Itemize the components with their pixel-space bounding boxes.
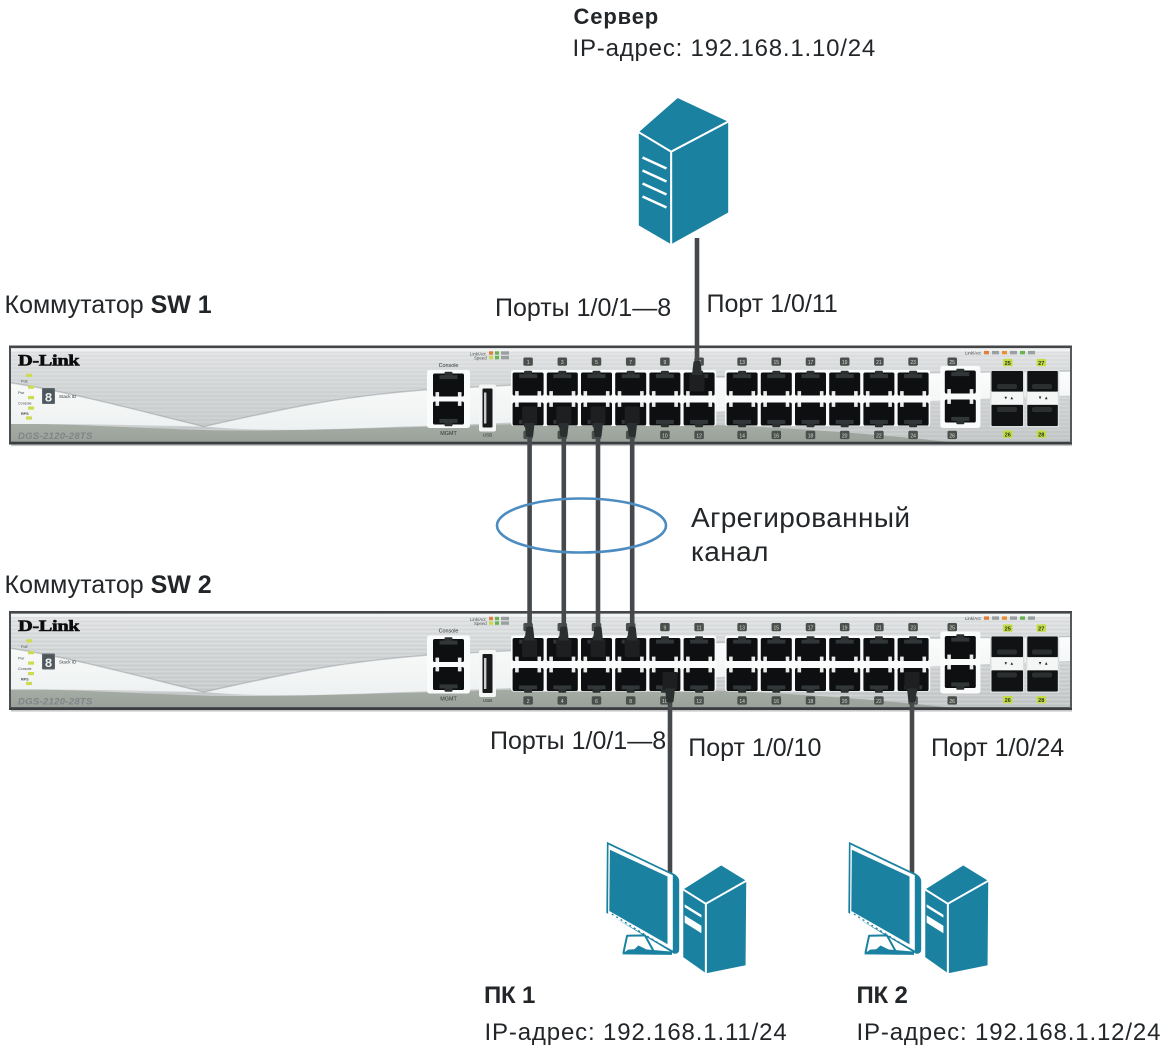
switch1-panel	[9, 346, 1072, 447]
pc-monitor-grille	[611, 913, 668, 950]
pc-tower-slot	[684, 904, 702, 918]
server-ip: IP-адрес: 192.168.1.10/24	[572, 34, 877, 62]
aggregated-link-line1: Агрегированный	[691, 502, 911, 533]
switch1-title-prefix: Коммутатор	[4, 291, 151, 319]
switch2-pc1-port-label: Порт 1/0/10	[688, 733, 822, 762]
pc2-ip: IP-адрес: 192.168.1.12/24	[856, 1018, 1161, 1046]
switch1-title-name: SW 1	[150, 291, 212, 319]
server-title: Сервер	[573, 4, 660, 29]
switch1-title: Коммутатор SW 1	[5, 293, 212, 318]
cables	[527, 238, 915, 880]
server-icon	[636, 95, 731, 247]
pc-screen	[609, 849, 668, 945]
switch2-group-ports-label: Порты 1/0/1—8	[490, 727, 667, 756]
switch1-uplink-port-label: Порт 1/0/11	[706, 290, 838, 319]
pc1-icon	[606, 841, 749, 976]
server-vents	[641, 156, 668, 209]
pc-tower-front	[681, 888, 707, 976]
pc1-ip: IP-адрес: 192.168.1.11/24	[484, 1018, 788, 1046]
pc-stand-base	[622, 948, 672, 955]
pc2-title: ПК 2	[856, 982, 908, 1009]
pc2-icon	[847, 840, 991, 976]
switch1-group-ports-label: Порты 1/0/1—8	[495, 293, 672, 322]
switch2-title-name: SW 2	[150, 571, 212, 599]
switch2-title-prefix: Коммутатор	[4, 571, 151, 599]
pc-tower-drive	[684, 915, 702, 934]
aggregated-link-line2: канал	[691, 535, 769, 567]
pc1-title: ПК 1	[484, 982, 536, 1009]
aggregation-ellipse	[495, 497, 668, 554]
switch2-pc2-port-label: Порт 1/0/24	[931, 733, 1065, 762]
switch2-title: Коммутатор SW 2	[5, 573, 212, 598]
